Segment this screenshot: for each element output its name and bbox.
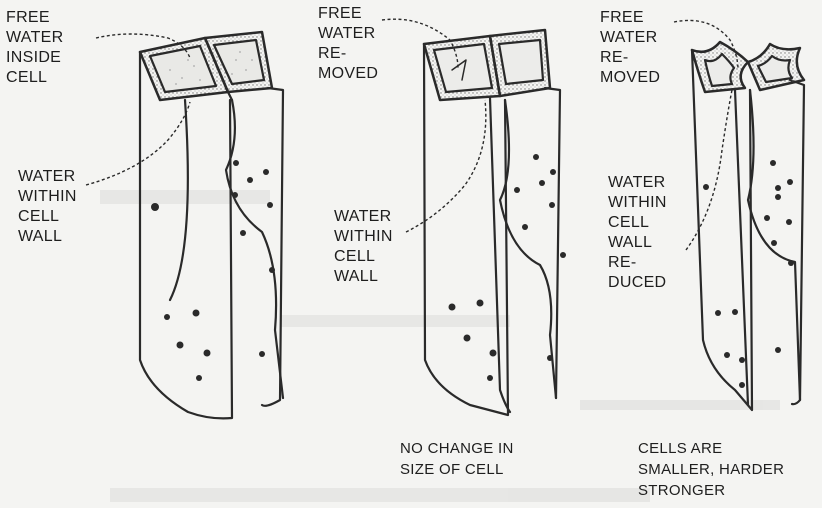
panel-2-side-label: WATER WITHIN CELL WALL [334, 207, 393, 287]
panel-3-top-label: FREE WATER RE- MOVED [600, 8, 660, 88]
panel-1-cells [140, 32, 283, 418]
panel-2-cells [424, 30, 566, 415]
panel-3-cells [692, 42, 804, 410]
panel-2-top-label: FREE WATER RE- MOVED [318, 4, 378, 84]
panel-3-side-label: WATER WITHIN CELL WALL RE- DUCED [608, 173, 667, 293]
panel-1-top-label: FREE WATER INSIDE CELL [6, 8, 64, 88]
panel-3-caption: CELLS ARE SMALLER, HARDER STRONGER [638, 438, 784, 501]
panel-2-caption: NO CHANGE IN SIZE OF CELL [400, 438, 514, 480]
panel-1-side-label: WATER WITHIN CELL WALL [18, 167, 77, 247]
